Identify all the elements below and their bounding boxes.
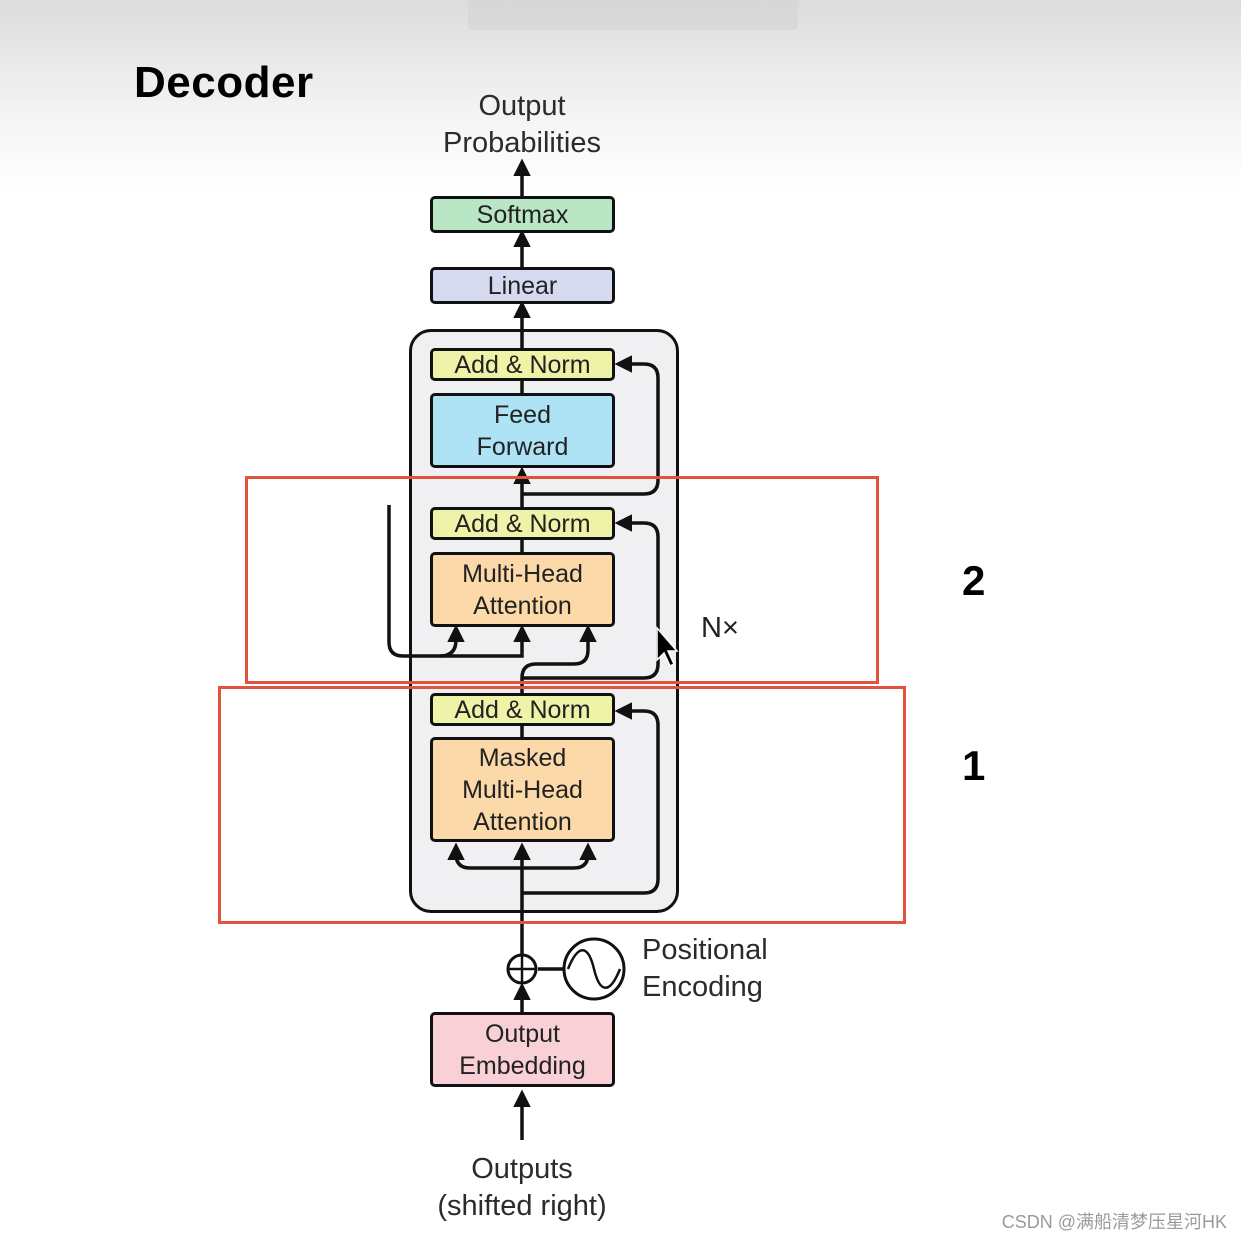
highlight-box-1 <box>218 686 906 924</box>
softmax-label: Softmax <box>476 200 569 229</box>
add-norm-top-box: Add & Norm <box>430 348 615 381</box>
output-probabilities-line-2: Probabilities <box>443 127 601 159</box>
add-norm-top-label: Add & Norm <box>454 350 591 379</box>
masked-multi-head-attention-box: Masked Multi-Head Attention <box>430 737 615 842</box>
positional-encoding-line-1: Positional <box>642 934 768 966</box>
sine-wave-icon <box>562 937 626 1001</box>
feed-forward-line-2: Forward <box>476 432 569 461</box>
add-norm-middle-label: Add & Norm <box>454 509 591 538</box>
page-title: Decoder <box>134 58 314 107</box>
feed-forward-box: Feed Forward <box>430 393 615 468</box>
linear-label: Linear <box>487 271 558 300</box>
masked-attention-line-1: Masked <box>478 743 567 772</box>
outputs-label: Outputs (shifted right) <box>412 1151 632 1225</box>
mouse-cursor-icon <box>656 625 679 668</box>
masked-attention-line-2: Multi-Head <box>462 775 583 804</box>
multi-head-attention-box: Multi-Head Attention <box>430 552 615 627</box>
positional-encoding-line-2: Encoding <box>642 971 763 1003</box>
multi-head-attention-line-2: Attention <box>473 591 572 620</box>
watermark: CSDN @满船清梦压星河HK <box>1001 1212 1227 1232</box>
outputs-line-2: (shifted right) <box>437 1190 607 1222</box>
top-toolbar <box>468 0 798 30</box>
highlight-box-2 <box>245 476 879 684</box>
output-embedding-line-1: Output <box>484 1019 561 1048</box>
output-probabilities-line-1: Output <box>478 90 566 122</box>
multi-head-attention-line-1: Multi-Head <box>462 559 583 588</box>
annotation-2: 2 <box>962 557 986 604</box>
softmax-box: Softmax <box>430 196 615 233</box>
add-norm-bottom-label: Add & Norm <box>454 695 591 724</box>
nx-label: N× <box>701 612 739 644</box>
masked-attention-line-3: Attention <box>473 807 572 836</box>
feed-forward-line-1: Feed <box>494 400 551 429</box>
outputs-line-1: Outputs <box>471 1153 573 1185</box>
add-norm-bottom-box: Add & Norm <box>430 693 615 726</box>
add-symbol-icon <box>506 953 538 985</box>
linear-box: Linear <box>430 267 615 304</box>
output-probabilities-label: Output Probabilities <box>422 88 622 162</box>
annotation-1: 1 <box>962 742 986 789</box>
add-norm-middle-box: Add & Norm <box>430 507 615 540</box>
output-embedding-box: Output Embedding <box>430 1012 615 1087</box>
positional-encoding-label: Positional Encoding <box>642 932 768 1006</box>
output-embedding-line-2: Embedding <box>459 1051 586 1080</box>
